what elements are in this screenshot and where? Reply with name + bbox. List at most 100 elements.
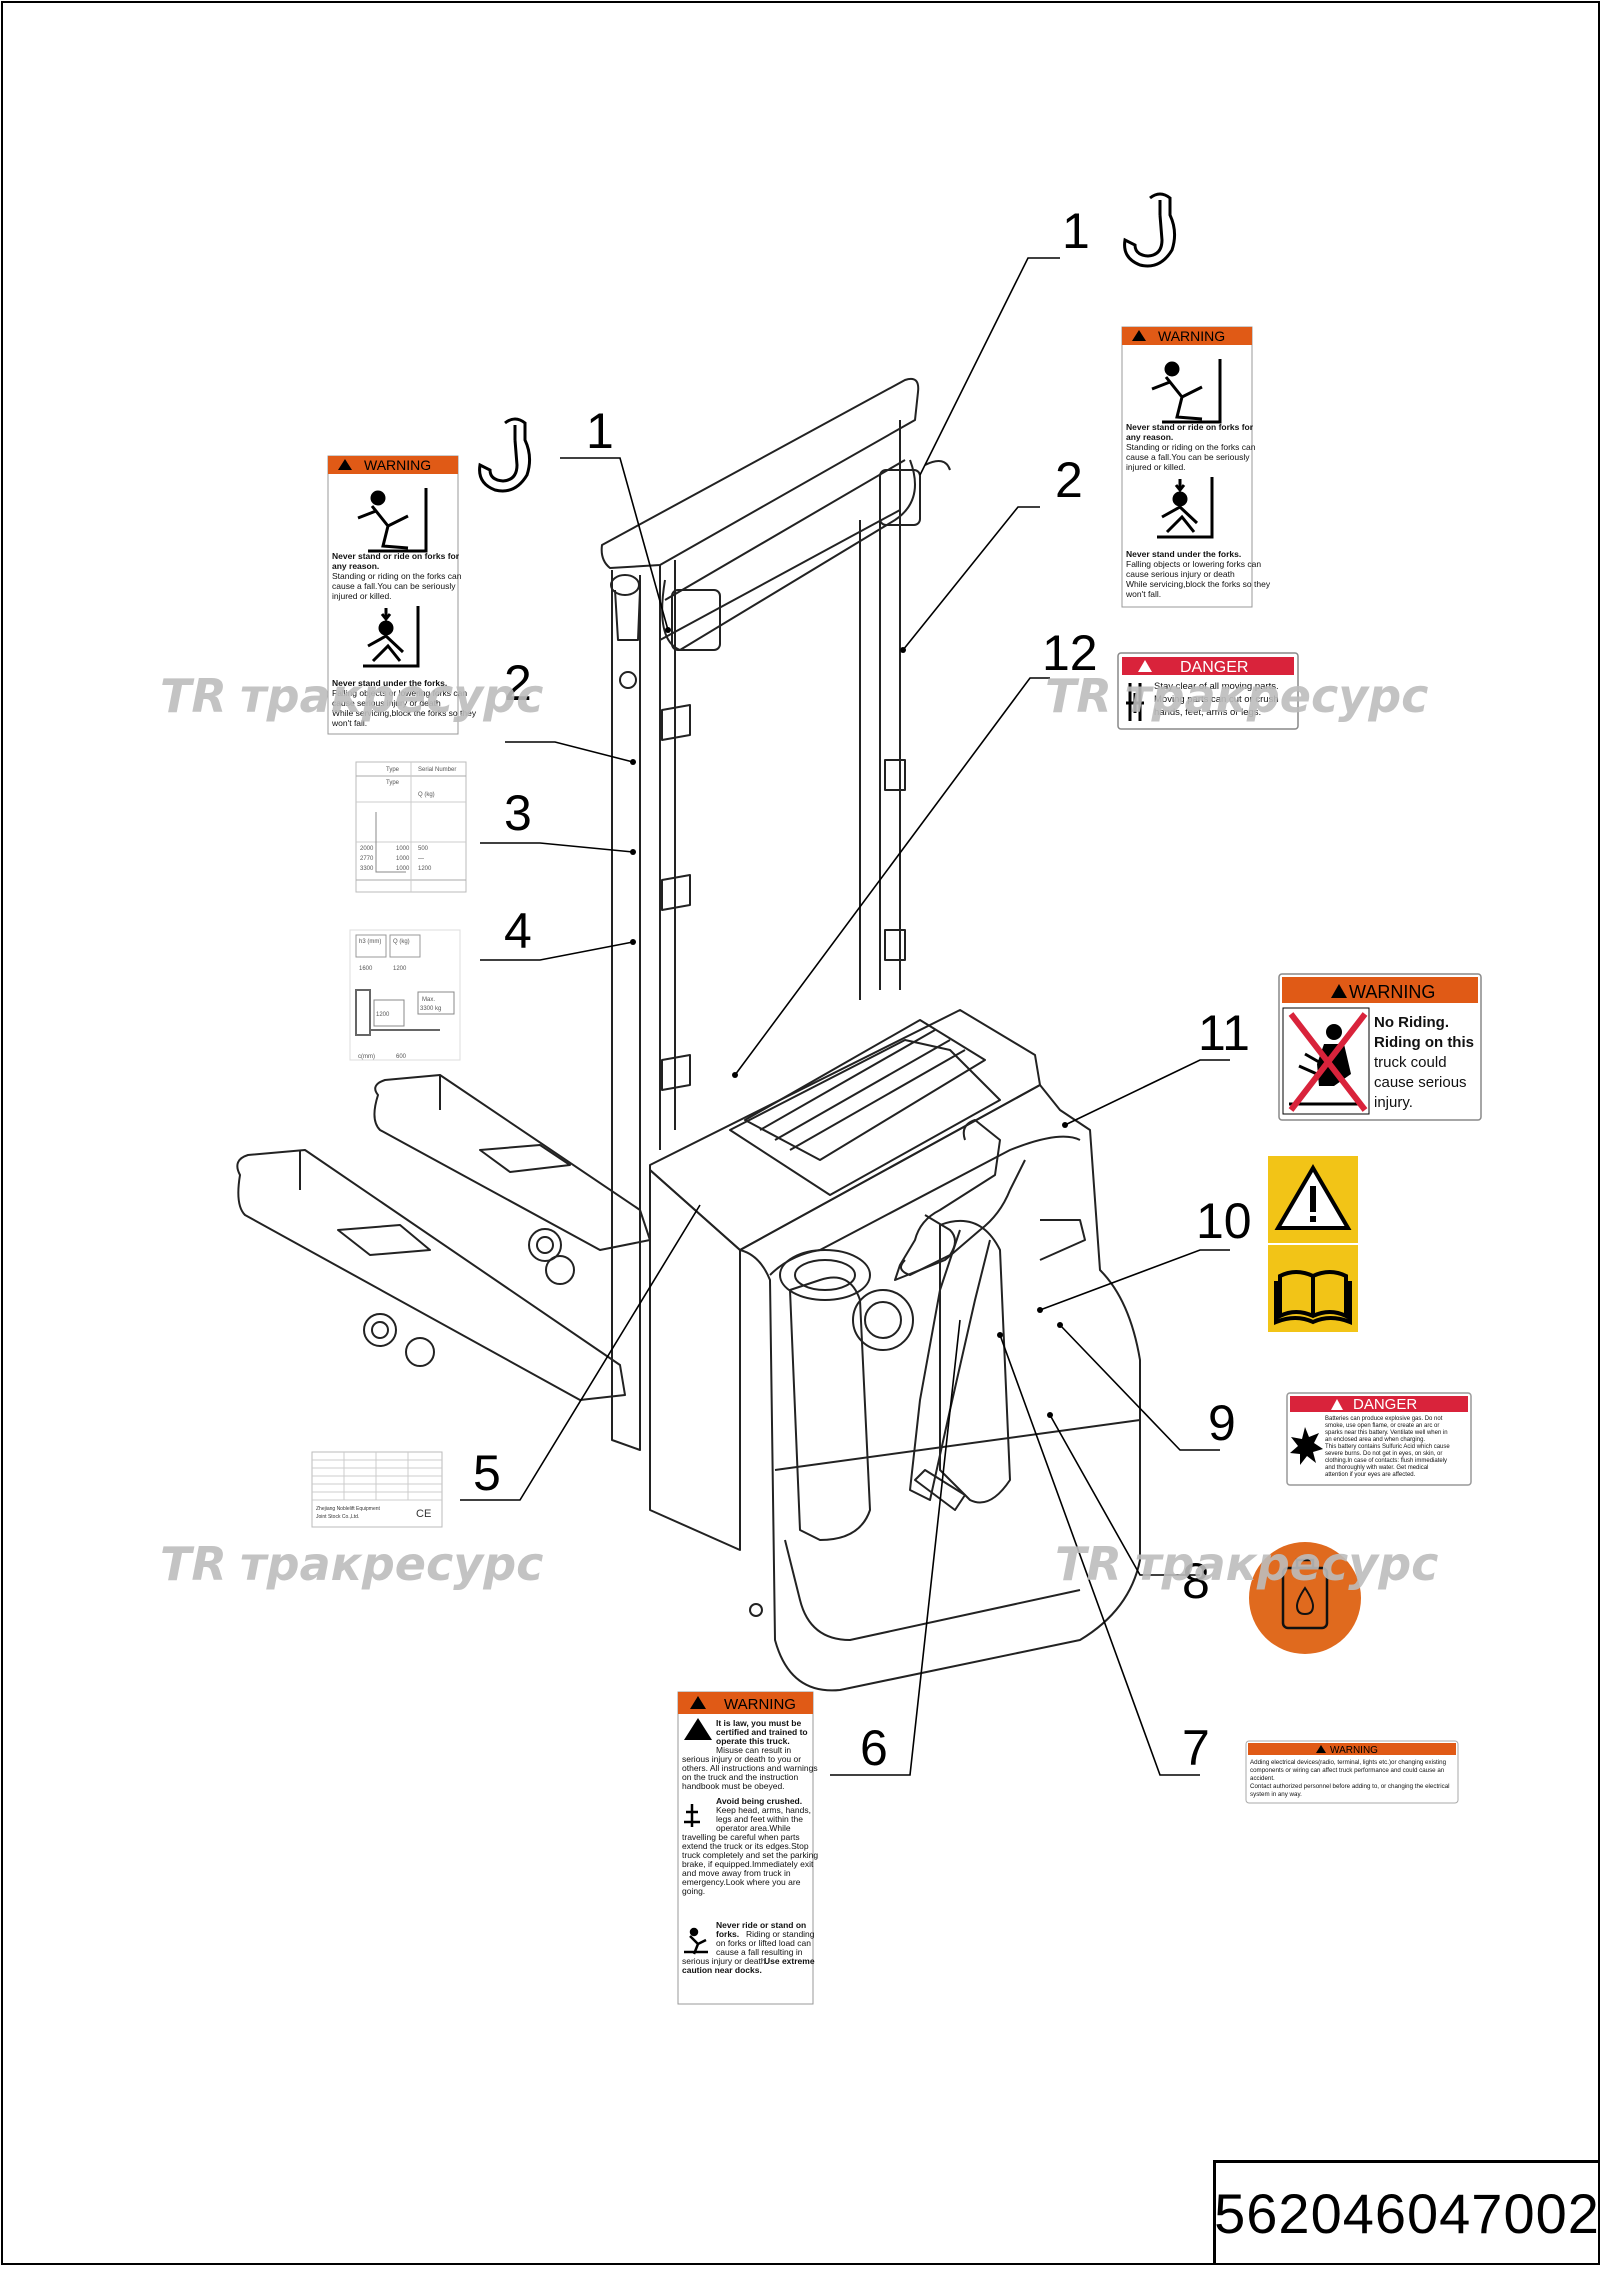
warning-header: WARNING	[1330, 1745, 1378, 1756]
label-text: operate this truck.	[716, 1736, 790, 1746]
label-text: Standing or riding on the forks can	[1126, 442, 1256, 452]
label-text: Use extreme	[764, 1956, 815, 1966]
label-text: operator area.While	[716, 1823, 791, 1833]
label-text: Q (kg)	[418, 792, 435, 798]
label-text: truck completely and set the parking	[682, 1850, 818, 1860]
warning-forks-label-left: WARNING Never stand or ride on forks for…	[327, 455, 477, 735]
forks	[236, 1074, 651, 1401]
label-text: 3300 kg	[420, 1006, 441, 1012]
label-text: Stay clear of all moving parts.	[1154, 681, 1279, 692]
label-text: Never ride or stand on	[716, 1920, 806, 1930]
label-text: serious injury or death to you or	[682, 1754, 801, 1764]
label-text: Moving parts can cut or crush	[1154, 694, 1279, 705]
callout-4: 4	[504, 903, 532, 959]
label-text: Adding electrical devices(radio, termina…	[1250, 1759, 1447, 1766]
label-text: Riding or standing	[746, 1929, 815, 1939]
danger-header: DANGER	[1353, 1396, 1417, 1413]
label-text: attention if your eyes are affected.	[1325, 1472, 1416, 1478]
label-text: smoke, use open flame, or create an arc …	[1325, 1423, 1439, 1429]
label-text: 2770	[360, 856, 374, 862]
warning-electrical-label: WARNING Adding electrical devices(radio,…	[1245, 1740, 1459, 1804]
load-chart-label: h3 (mm) 1600 Q (kg) 1200 1200 Max. 3300 …	[349, 929, 461, 1061]
svg-text:TR: TR	[1045, 669, 1112, 723]
label-text: cause a fall.You can be seriously	[1126, 452, 1250, 462]
label-text: caution near docks.	[682, 1965, 762, 1975]
hook-icon	[478, 417, 532, 493]
label-text: It is law, you must be	[716, 1718, 801, 1728]
watermark-text: тракресурс	[1125, 669, 1428, 723]
label-text: severe burns. Do not get in eyes, on ski…	[1325, 1451, 1442, 1457]
label-text: won't fall.	[331, 718, 367, 728]
mast-hook	[924, 460, 951, 471]
label-text: certified and trained to	[716, 1727, 808, 1737]
callout-numbers: 1 1 2 2 3 4 5 6 7 8 9 10 11 12	[473, 203, 1252, 1776]
label-text: 1600	[359, 966, 373, 972]
callout-2a: 2	[1055, 452, 1083, 508]
label-text: Misuse can result in	[716, 1745, 791, 1755]
label-text: 1200	[418, 866, 432, 872]
label-text: Riding on this	[1374, 1034, 1474, 1051]
label-text: Max.	[422, 997, 435, 1003]
label-text: any reason.	[332, 561, 379, 571]
label-text: on forks or lifted load can	[716, 1938, 811, 1948]
label-text: 3300	[360, 866, 374, 872]
label-text: 500	[418, 846, 429, 852]
label-text: others. All instructions and warnings	[682, 1763, 818, 1773]
svg-text:TR: TR	[1055, 1537, 1122, 1591]
callout-5: 5	[473, 1445, 501, 1501]
warning-header: WARNING	[724, 1696, 796, 1713]
callout-1b: 1	[586, 403, 614, 459]
label-text: Contact authorized personnel before addi…	[1250, 1783, 1450, 1790]
callout-7: 7	[1182, 1720, 1210, 1776]
warning-no-riding-label: WARNING No Riding. Riding on this truck …	[1278, 973, 1482, 1121]
callout-12: 12	[1042, 625, 1098, 681]
crushed-under-forks-icon	[1157, 477, 1214, 539]
nameplate-label: Zhejiang Noblelift Equipment Joint Stock…	[311, 1451, 443, 1528]
label-text: Batteries can produce explosive gas. Do …	[1325, 1416, 1443, 1422]
hook-icon	[1123, 192, 1177, 268]
warning-header: WARNING	[1158, 328, 1225, 344]
watermark-logo-icon: TR	[1055, 1537, 1122, 1591]
callout-9: 9	[1208, 1395, 1236, 1451]
label-text: cause a fall.You can be seriously	[332, 581, 456, 591]
callout-10: 10	[1196, 1193, 1252, 1249]
label-text: an enclosed area and when charging.	[1325, 1437, 1425, 1443]
label-text: —	[418, 856, 424, 862]
danger-header: DANGER	[1180, 659, 1248, 676]
label-text: truck could	[1374, 1054, 1447, 1071]
warning-header: WARNING	[1349, 982, 1435, 1002]
label-text: any reason.	[1126, 432, 1173, 442]
watermark-logo-icon: TR	[1045, 669, 1112, 723]
leader-dots	[630, 627, 1068, 1418]
manual-book-icon	[1274, 1270, 1352, 1325]
no-riding-icon	[1282, 1007, 1370, 1115]
watermark-text: тракресурс	[1135, 1537, 1438, 1591]
label-text: 1000	[396, 846, 410, 852]
label-text: system in any way.	[1250, 1791, 1302, 1798]
label-text: cause serious injury or death	[332, 698, 441, 708]
label-text: h3 (mm)	[359, 939, 381, 945]
svg-text:TR: TR	[160, 1537, 227, 1591]
label-text: Joint Stock Co.,Ltd.	[316, 1514, 359, 1520]
label-text: Never stand or ride on forks for	[332, 551, 460, 561]
label-text: cause a fall resulting in	[716, 1947, 803, 1957]
label-text: cause serious	[1374, 1074, 1467, 1091]
capacity-table-label: Type Serial Number Type Q (kg) 2000 1000…	[355, 761, 467, 893]
label-text: Q (kg)	[393, 939, 410, 945]
label-text: Never stand or ride on forks for	[1126, 422, 1254, 432]
label-text: injured or killed.	[1126, 462, 1186, 472]
label-text: injury.	[1374, 1094, 1413, 1111]
callout-3: 3	[504, 785, 532, 841]
label-text: Avoid being crushed.	[716, 1796, 802, 1806]
label-text: accident.	[1250, 1775, 1275, 1782]
hydraulic-oil-label	[1249, 1542, 1361, 1654]
document-number: 562046047002	[1213, 2160, 1599, 2263]
label-text: hands, feet, arms or legs.	[1154, 707, 1261, 718]
watermark-text: тракресурс	[240, 1537, 543, 1591]
callout-2b: 2	[504, 655, 532, 711]
callout-8: 8	[1182, 1553, 1210, 1609]
label-text: Falling objects or lowering forks can	[332, 688, 467, 698]
fall-from-forks-icon	[357, 488, 428, 553]
